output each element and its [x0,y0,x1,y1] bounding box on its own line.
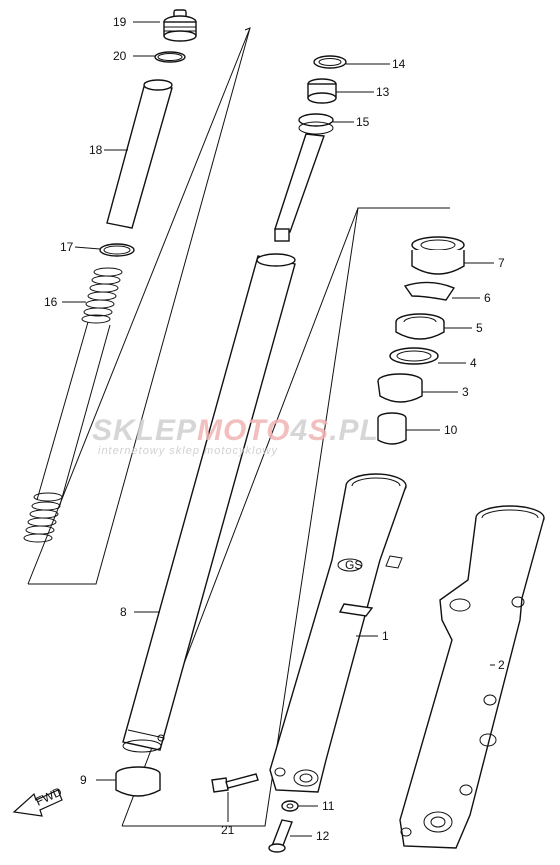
label-5[interactable]: 5 [476,321,483,335]
watermark-brand-part3: 4 [289,414,308,447]
inner-group-left-edge [27,27,251,585]
label-14[interactable]: 14 [392,57,406,71]
label-7[interactable]: 7 [498,256,505,270]
part-10-guide-bushing[interactable] [377,412,407,445]
label-18[interactable]: 18 [89,143,103,157]
watermark-brand-part2: MOTO [197,414,290,447]
label-11[interactable]: 11 [322,799,335,813]
part-20-o-ring[interactable] [154,51,186,63]
label-21[interactable]: 21 [221,823,235,837]
svg-text:SKLEPMOTO4S.PL: SKLEPMOTO4S.PL [92,414,379,447]
part-7-dust-seal[interactable] [411,236,465,275]
label-10[interactable]: 10 [444,423,458,437]
label-15[interactable]: 15 [356,115,370,129]
label-2[interactable]: 2 [498,658,505,672]
part-11-washer[interactable] [281,800,299,812]
inner-tube-group-outline [28,27,251,585]
watermark-tagline: internetowy sklep motocyklowy [98,445,279,457]
watermark-brand-part1: SKLEP [92,414,197,447]
part-3-slide-bushing[interactable] [377,373,423,403]
part-21-pinch-bolt[interactable] [211,773,259,793]
fork-assembly-outline [122,207,450,827]
label-3[interactable]: 3 [462,385,469,399]
part-9-lower-bushing[interactable] [115,766,161,797]
part-18-spacer-tube[interactable] [106,79,173,229]
part-12-bolt[interactable] [268,819,293,853]
label-19[interactable]: 19 [113,15,127,29]
label-9[interactable]: 9 [80,773,87,787]
part-4-seal-washer[interactable] [389,347,439,365]
part-2-outer-tube-right[interactable] [399,505,545,849]
label-6[interactable]: 6 [484,291,491,305]
part-6-retaining-clip[interactable] [403,281,456,301]
damper-rod-shaft[interactable] [274,133,325,242]
part-number-labels: 19 20 18 17 16 14 13 15 7 6 5 4 3 10 8 1… [44,15,505,843]
watermark-brand-part4: S [308,414,329,447]
watermark: SKLEPMOTO4S.PL internetowy sklep motocyk… [92,414,379,457]
forward-direction-arrow: FWD [12,784,64,817]
label-20[interactable]: 20 [113,49,127,63]
label-12[interactable]: 12 [316,829,330,843]
label-1[interactable]: 1 [382,629,389,643]
label-8[interactable]: 8 [120,605,127,619]
part-16-fork-spring[interactable] [23,267,123,543]
label-17[interactable]: 17 [60,240,74,254]
part-14-ring[interactable] [313,55,347,69]
part-13-damper-rod-head[interactable] [307,78,337,104]
label-4[interactable]: 4 [470,356,477,370]
svg-text:GS: GS [345,558,362,572]
part-19-cap-bolt[interactable] [163,9,197,42]
leader-lines [62,21,495,837]
part-1-outer-tube-left[interactable]: GS [269,473,407,793]
part-8-inner-tube[interactable] [122,253,296,753]
part-17-washer[interactable] [99,243,135,257]
watermark-brand-part5: .PL [329,414,379,447]
part-5-oil-seal[interactable] [395,313,445,340]
part-15-piston-ring[interactable] [298,113,334,135]
label-13[interactable]: 13 [376,85,390,99]
label-16[interactable]: 16 [44,295,58,309]
